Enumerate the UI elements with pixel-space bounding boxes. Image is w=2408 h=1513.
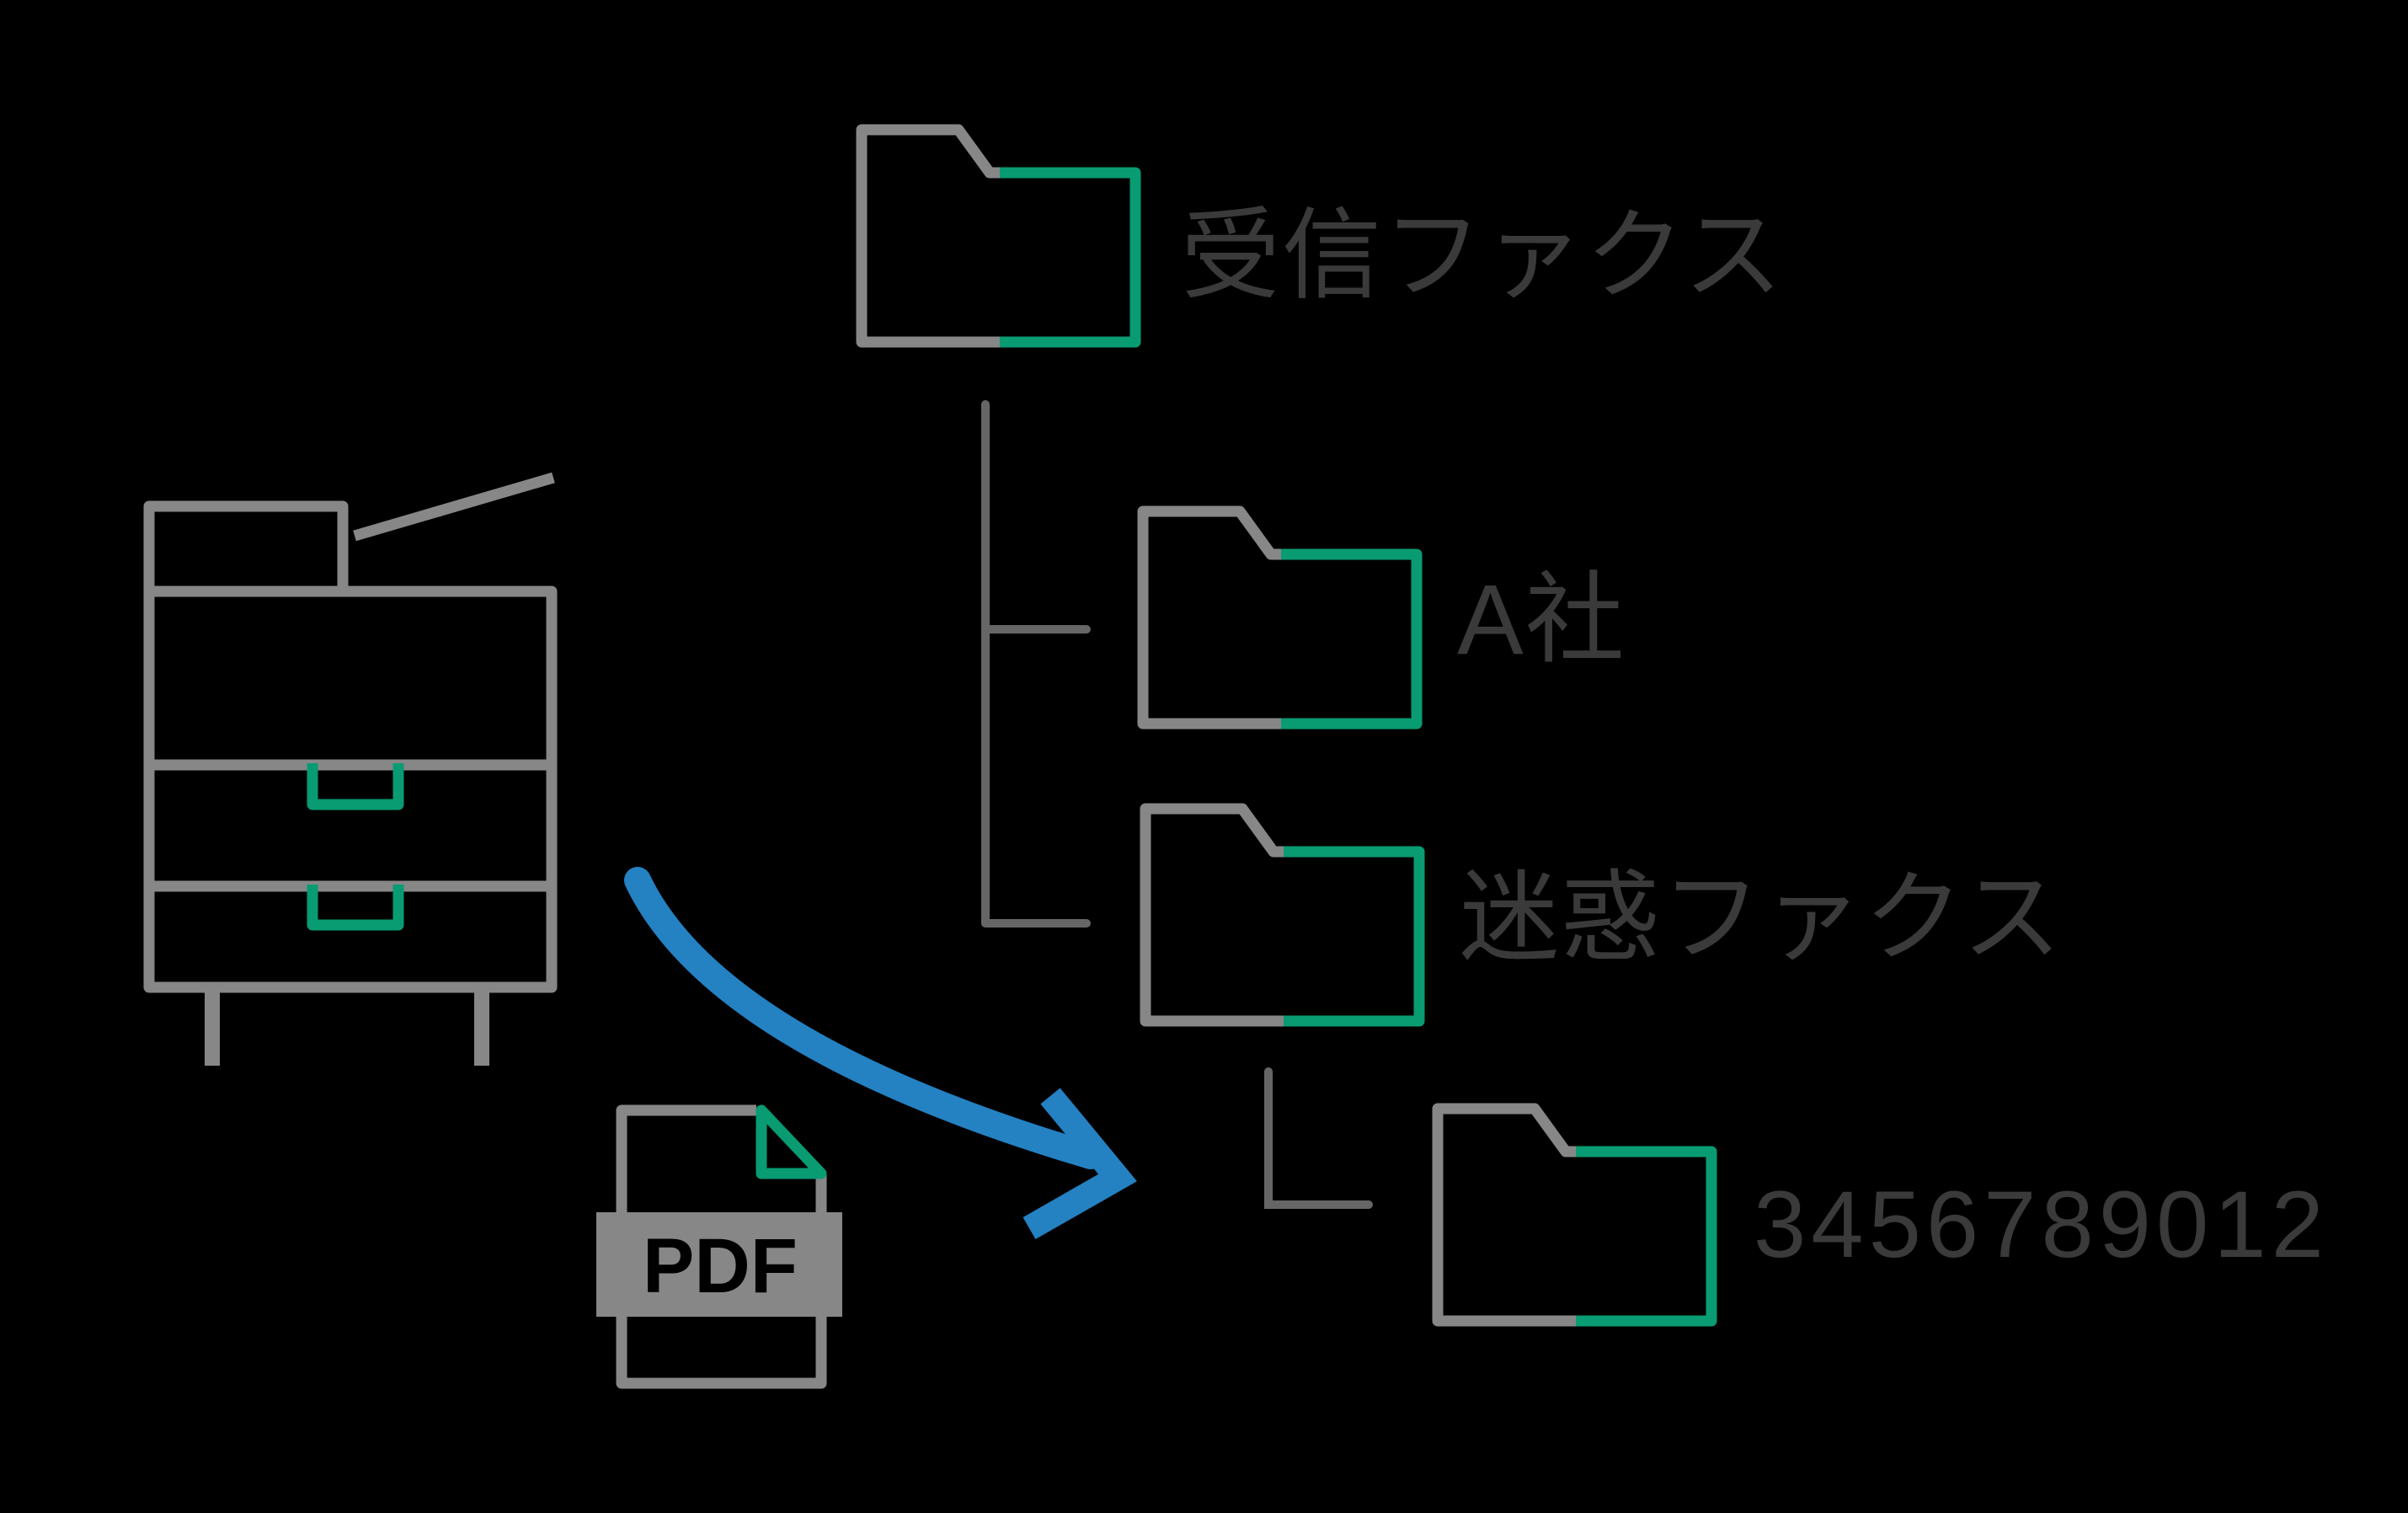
printer-body bbox=[143, 585, 558, 993]
pdf-label: PDF bbox=[643, 1223, 798, 1309]
folder-icon bbox=[856, 124, 1141, 348]
pdf-banner bbox=[596, 1212, 842, 1317]
folder-label: 迷惑ファクス bbox=[1460, 863, 2064, 974]
tree-connector-lines bbox=[981, 400, 1373, 1209]
pdf-folded-corner-icon bbox=[756, 1104, 827, 1179]
folder-label: A社 bbox=[1457, 564, 1626, 676]
folder-icon bbox=[1137, 505, 1423, 730]
arrow-shaft bbox=[624, 867, 1104, 1169]
folder-icon bbox=[1432, 1103, 1717, 1327]
printer-top-unit bbox=[143, 500, 349, 591]
folder-label: 3456789012 bbox=[1754, 1172, 2329, 1277]
printer-feeder-arm bbox=[353, 472, 555, 542]
folder-icon bbox=[1140, 803, 1425, 1027]
printer-icon bbox=[143, 472, 558, 1066]
pdf-file-icon: PDF bbox=[596, 1104, 842, 1389]
drawer-handle-icon bbox=[307, 763, 404, 810]
folder-label: 受信ファクス bbox=[1181, 200, 1785, 312]
flow-arrow-icon bbox=[624, 867, 1137, 1240]
tree-child-connector-line bbox=[1264, 1067, 1373, 1209]
drawer-handle-icon bbox=[307, 885, 404, 931]
arrow-head bbox=[1022, 1088, 1137, 1240]
